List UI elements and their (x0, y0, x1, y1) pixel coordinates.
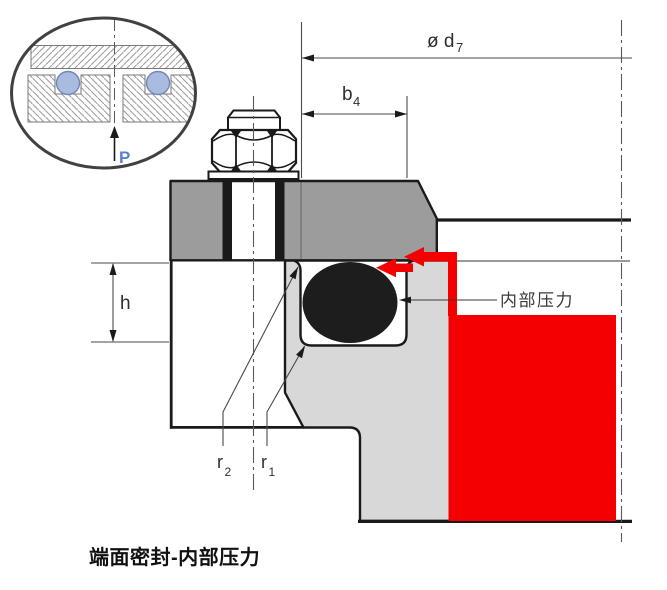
r2-label: r (217, 452, 223, 472)
arrow-down-icon (109, 330, 117, 342)
leader-arrow-icon (296, 346, 305, 359)
internal-pressure-annotation: 内部压力 (399, 291, 574, 310)
b4-label: b (342, 84, 353, 105)
inset-pressure-arrow (110, 126, 119, 161)
pressure-region (376, 247, 616, 521)
inset-pressure-label: P (119, 148, 130, 167)
d7-label: ø d (427, 31, 454, 52)
detail-inset: P (10, 16, 197, 170)
arrow-up-icon (110, 126, 119, 138)
oring-cross-section (302, 262, 398, 343)
r1-subscript: 1 (269, 465, 276, 479)
r1-label: r (261, 452, 267, 472)
bolt-hole-clearance-right (275, 181, 285, 260)
figure-caption: 端面密封-内部压力 (89, 545, 260, 569)
inset-upper-flange-section (30, 45, 196, 69)
extension-lines (91, 22, 408, 343)
inset-oring-right (145, 70, 171, 96)
inset-lower-flange-left-section (27, 74, 111, 123)
arrow-right-icon (395, 110, 407, 118)
inset-circle-border (10, 16, 197, 170)
inset-oring-left (55, 70, 81, 96)
leader-arrow-icon (289, 267, 298, 280)
dimension-h: h (109, 263, 131, 342)
upper-flange (169, 179, 438, 261)
r2-subscript: 2 (225, 465, 232, 479)
dimension-r1: r 1 (261, 345, 305, 479)
arrow-up-icon (109, 263, 117, 275)
inset-lower-flange-right-section (122, 74, 196, 123)
b4-subscript: 4 (353, 94, 360, 109)
dimension-d7: ø d 7 (302, 31, 632, 62)
bolt-hole-clearance-left (222, 181, 232, 260)
h-label: h (120, 293, 131, 314)
dimension-r2: r 2 (217, 266, 299, 479)
dimension-b4: b 4 (302, 84, 407, 118)
d7-subscript: 7 (456, 40, 463, 55)
internal-pressure-label: 内部压力 (500, 291, 574, 310)
arrow-left-icon (302, 110, 314, 118)
arrow-left-icon (302, 54, 314, 62)
arrow-left-icon (399, 296, 411, 304)
bore-outline (169, 260, 304, 429)
